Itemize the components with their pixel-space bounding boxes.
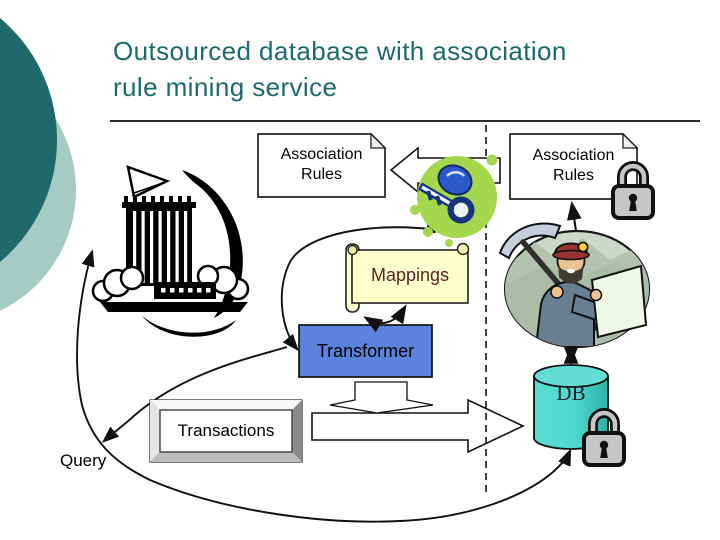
transactions-box (149, 399, 303, 463)
small-arrows (363, 200, 582, 333)
db-label-box: DB (534, 379, 608, 407)
building-icon (91, 165, 250, 337)
query-label-box: Query (60, 449, 140, 473)
satellite-dish-icon (126, 165, 171, 199)
helmet-lamp-icon (577, 241, 589, 253)
key-ring-icon (447, 196, 475, 224)
mappings-scroll: Mappings (352, 248, 468, 303)
scroll-icon (345, 242, 470, 313)
down-block-arrow (329, 381, 434, 414)
transactions-label: Transactions (177, 421, 275, 440)
page-title-line1: Outsourced database with association (113, 36, 567, 66)
note-shape-left (257, 132, 387, 198)
transformer-box (298, 324, 433, 378)
transactions-label-box: Transactions (160, 410, 292, 452)
association-rules-left-label: Association Rules (280, 146, 363, 183)
dark-teal-circle (0, 18, 57, 262)
transformer-label: Transformer (316, 340, 415, 361)
transformer-label-box: Transformer (299, 325, 432, 377)
miner-to-rules-arrow (567, 200, 582, 232)
connector-curves (76, 221, 572, 523)
stamp-key-icon (410, 154, 498, 247)
paper-icon (590, 264, 648, 339)
corner-decoration (0, 18, 76, 311)
transformer-to-stamp-arrow (280, 221, 444, 352)
association-rules-right-note: Association Rules (510, 133, 637, 199)
mappings-label: Mappings (370, 265, 450, 285)
title-divider (110, 120, 700, 122)
transformer-mappings-arrow (363, 304, 407, 333)
note-shape-right (509, 132, 639, 200)
page-title: Outsourced database with association rul… (113, 33, 693, 105)
pickaxe-blade-icon (498, 222, 562, 260)
right-block-arrow (311, 398, 525, 454)
page-title-line2: rule mining service (113, 72, 338, 102)
query-result-loop-arrow (76, 249, 572, 523)
association-rules-left-note: Association Rules (258, 133, 385, 197)
db-label: DB (556, 380, 586, 405)
query-label: Query (60, 451, 107, 470)
miner-icon (498, 222, 651, 349)
transformer-to-query-arrow (101, 346, 288, 443)
association-rules-right-label: Association Rules (532, 147, 615, 184)
key-bow-icon (437, 164, 473, 196)
